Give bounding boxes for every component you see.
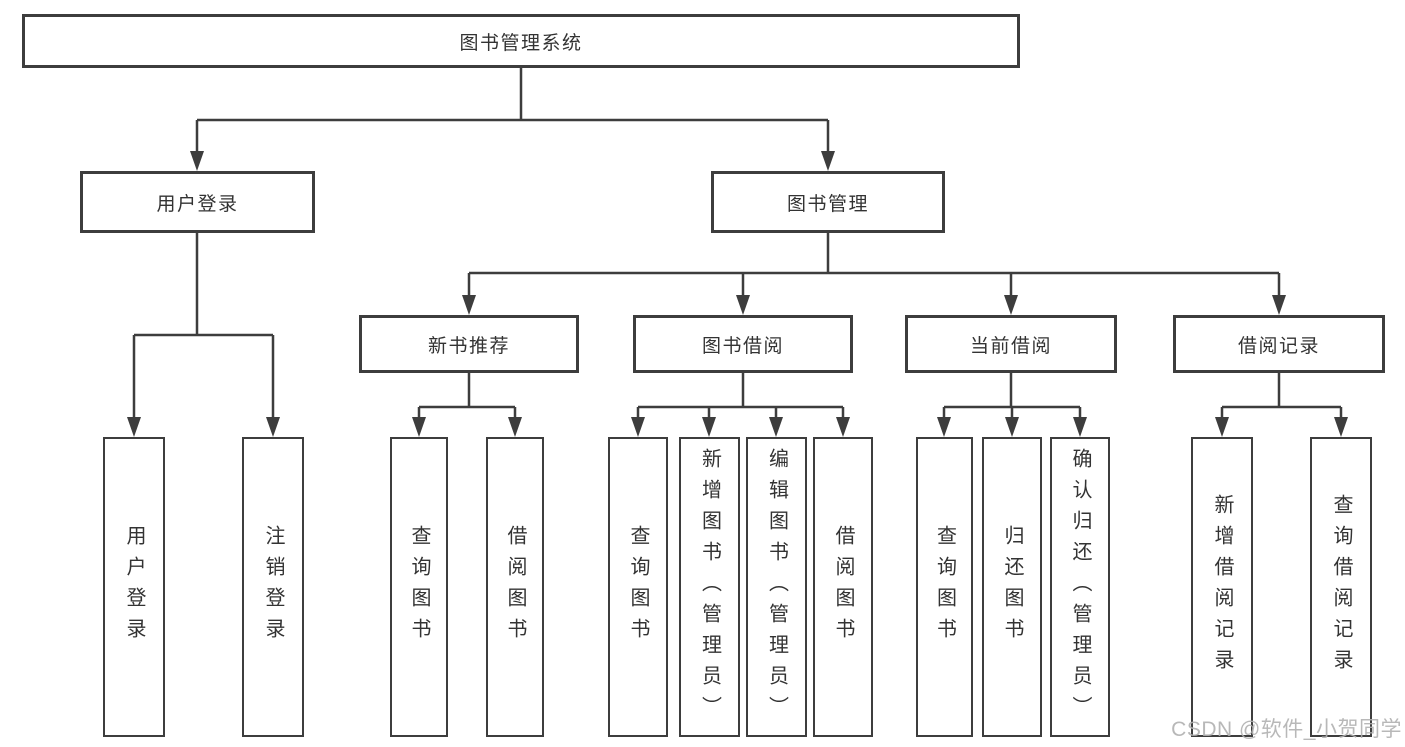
node-current-borrowing-label: 当前借阅 — [969, 335, 1052, 357]
node-book-management-module: 图书管理 — [711, 171, 945, 233]
node-current-borrowing: 当前借阅 — [905, 315, 1117, 373]
leaf-edit-books-admin: 编辑图书（管理员） — [746, 437, 807, 737]
leaf-query-books-current-label: 查询图书 — [933, 525, 956, 649]
leaf-user-login: 用户登录 — [103, 437, 165, 737]
node-book-management-label: 图书管理 — [786, 193, 869, 215]
node-book-borrowing: 图书借阅 — [633, 315, 853, 373]
node-root-label: 图书管理系统 — [459, 32, 583, 54]
leaf-return-books: 归还图书 — [982, 437, 1042, 737]
node-new-book-recommendation: 新书推荐 — [359, 315, 579, 373]
node-root-system: 图书管理系统 — [22, 14, 1020, 68]
node-borrowing-records: 借阅记录 — [1173, 315, 1385, 373]
leaf-add-borrow-record: 新增借阅记录 — [1191, 437, 1253, 737]
leaf-borrow-books-recommend-label: 借阅图书 — [504, 525, 526, 649]
node-new-book-recommendation-label: 新书推荐 — [427, 335, 510, 357]
leaf-add-books-admin-label: 新增图书（管理员） — [698, 447, 721, 727]
leaf-query-borrow-record: 查询借阅记录 — [1310, 437, 1372, 737]
node-borrowing-records-label: 借阅记录 — [1237, 335, 1320, 357]
leaf-logout: 注销登录 — [242, 437, 304, 737]
leaf-user-login-label: 用户登录 — [123, 525, 145, 649]
leaf-query-books-borrowing-label: 查询图书 — [627, 525, 649, 649]
leaf-return-books-label: 归还图书 — [1001, 525, 1023, 649]
node-user-login-label: 用户登录 — [156, 193, 239, 215]
leaf-confirm-return-admin-label: 确认归还（管理员） — [1069, 447, 1091, 727]
leaf-borrow-books-borrowing-label: 借阅图书 — [832, 525, 854, 649]
leaf-query-books-recommend: 查询图书 — [390, 437, 448, 737]
leaf-add-books-admin: 新增图书（管理员） — [679, 437, 740, 737]
node-book-borrowing-label: 图书借阅 — [701, 335, 784, 357]
leaf-borrow-books-recommend: 借阅图书 — [486, 437, 544, 737]
node-user-login-module: 用户登录 — [80, 171, 315, 233]
leaf-query-books-recommend-label: 查询图书 — [408, 525, 430, 649]
leaf-borrow-books-borrowing: 借阅图书 — [813, 437, 873, 737]
leaf-confirm-return-admin: 确认归还（管理员） — [1050, 437, 1110, 737]
leaf-query-books-borrowing: 查询图书 — [608, 437, 668, 737]
leaf-query-books-current: 查询图书 — [916, 437, 973, 737]
leaf-query-borrow-record-label: 查询借阅记录 — [1330, 494, 1352, 680]
leaf-logout-label: 注销登录 — [262, 525, 284, 649]
leaf-edit-books-admin-label: 编辑图书（管理员） — [765, 447, 788, 727]
csdn-watermark: CSDN @软件_小贺同学 — [1171, 718, 1402, 741]
arrowheads — [127, 151, 1348, 437]
leaf-add-borrow-record-label: 新增借阅记录 — [1211, 494, 1233, 680]
